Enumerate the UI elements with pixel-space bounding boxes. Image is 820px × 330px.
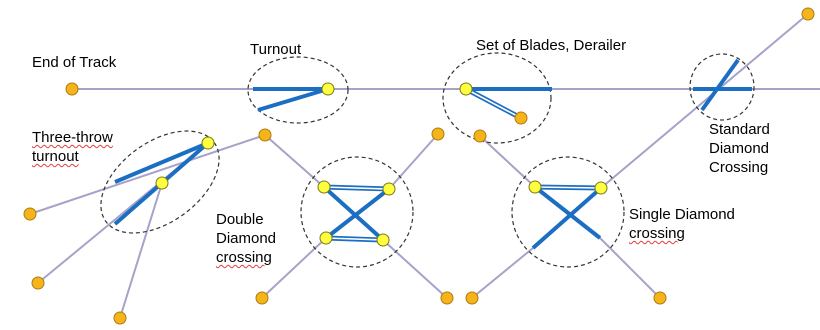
set-of-blades-text: Set of Blades, Derailer bbox=[476, 37, 627, 54]
double-diamond-cross-blade bbox=[322, 185, 385, 242]
three-throw-line-1: Three-throw bbox=[32, 129, 113, 146]
switch-blades bbox=[113, 58, 752, 250]
turnout-diverging-track bbox=[29, 134, 266, 215]
end-of-track-label: End of Track bbox=[32, 53, 116, 72]
turnout-diverging-blade bbox=[257, 87, 329, 112]
three-throw-line-2: turnout bbox=[32, 148, 79, 165]
switch-node bbox=[528, 180, 542, 194]
derailer-slip-blade-core bbox=[465, 88, 522, 119]
double-diamond-line-1: Double bbox=[216, 211, 264, 228]
single-diamond-outline bbox=[511, 156, 625, 268]
track-end-node bbox=[465, 291, 479, 305]
single-diamond-lower-left-track bbox=[471, 247, 534, 299]
standard-crossing-blade bbox=[700, 58, 740, 112]
track-end-node bbox=[653, 291, 667, 305]
track-nodes bbox=[23, 7, 815, 325]
switch-node bbox=[201, 136, 215, 150]
three-throw-blade bbox=[113, 181, 164, 226]
switch-node bbox=[321, 82, 335, 96]
track-end-node bbox=[31, 276, 45, 290]
double-diamond-outline bbox=[300, 156, 414, 268]
single-diamond-cross-blade bbox=[531, 186, 603, 250]
slip-blades bbox=[323, 86, 602, 243]
track-end-node bbox=[514, 111, 528, 125]
track-end-node bbox=[431, 127, 445, 141]
three-throw-label: Three-throw turnout bbox=[32, 128, 113, 166]
track-end-node bbox=[255, 291, 269, 305]
single-diamond-lower-right-track bbox=[599, 237, 661, 299]
switch-node bbox=[382, 182, 396, 196]
single-diamond-upper-left-track bbox=[479, 135, 536, 188]
turnout-label: Turnout bbox=[250, 40, 301, 59]
track-end-node bbox=[23, 207, 37, 221]
standard-diamond-outline bbox=[689, 53, 755, 121]
blades-outline bbox=[442, 52, 552, 144]
double-diamond-cross-blade bbox=[324, 187, 391, 240]
three-throw-blade bbox=[114, 141, 209, 184]
standard-diamond-label: Standard Diamond Crossing bbox=[709, 120, 770, 177]
end-of-track-text: End of Track bbox=[32, 54, 117, 71]
track-end-node bbox=[113, 311, 127, 325]
switch-node bbox=[594, 181, 608, 195]
single-diamond-line-1: Single Diamond bbox=[629, 206, 735, 223]
double-diamond-upper-right-track bbox=[388, 133, 439, 190]
single-diamond-cross-blade bbox=[533, 185, 602, 240]
switch-node bbox=[155, 176, 169, 190]
double-diamond-lower-right-track bbox=[382, 239, 448, 299]
three-throw-blade bbox=[160, 141, 210, 185]
double-diamond-lower-slip-core bbox=[325, 237, 384, 241]
set-of-blades-label: Set of Blades, Derailer bbox=[476, 36, 626, 55]
double-diamond-line-3: crossing bbox=[216, 249, 272, 266]
double-diamond-label: Double Diamond crossing bbox=[216, 210, 276, 267]
double-diamond-line-2: Diamond bbox=[216, 230, 277, 247]
switch-node bbox=[317, 180, 331, 194]
single-diamond-label: Single Diamond crossing bbox=[629, 205, 735, 243]
switch-node bbox=[459, 82, 473, 96]
single-diamond-upper-right-track bbox=[600, 13, 809, 189]
switch-node bbox=[319, 231, 333, 245]
standard-diamond-line-1: Standard bbox=[709, 121, 770, 138]
double-diamond-upper-slip-core bbox=[323, 186, 390, 190]
turnout-outline bbox=[247, 56, 349, 124]
three-throw-branch-track bbox=[119, 182, 163, 319]
track-end-node bbox=[801, 7, 815, 21]
track-end-node bbox=[65, 82, 79, 96]
track-end-node bbox=[258, 128, 272, 142]
standard-diamond-line-2: Diamond bbox=[709, 140, 770, 157]
switch-node bbox=[376, 233, 390, 247]
turnout-text: Turnout bbox=[250, 41, 302, 58]
track-end-node bbox=[473, 129, 487, 143]
single-diamond-slip-core bbox=[534, 186, 602, 189]
standard-diamond-line-3: Crossing bbox=[709, 159, 769, 176]
switch-nodes bbox=[155, 82, 608, 247]
single-diamond-line-2: crossing bbox=[629, 225, 685, 242]
double-diamond-upper-left-track bbox=[264, 134, 325, 188]
track-end-node bbox=[440, 291, 454, 305]
